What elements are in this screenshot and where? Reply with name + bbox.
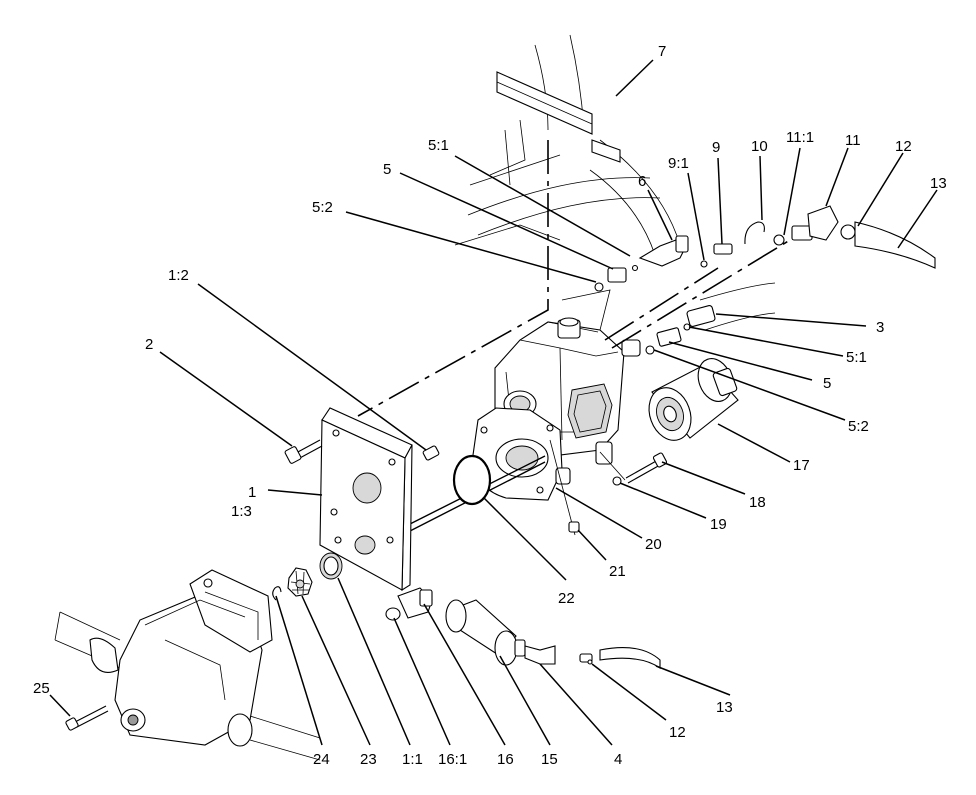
callout-3: 3	[876, 319, 884, 336]
callout-13-lower: 13	[716, 699, 733, 716]
hydraulic-pump	[471, 317, 641, 501]
upper-fittings	[594, 205, 936, 292]
callout-labels: 7 5:1 5 5:2 6 9:1 9 10 11:1 11 12 13 1:2…	[33, 43, 947, 768]
callout-13-upper: 13	[930, 175, 947, 192]
callout-16-1: 16:1	[438, 751, 467, 768]
callout-15: 15	[541, 751, 558, 768]
callout-2: 2	[145, 336, 153, 353]
callout-10: 10	[751, 138, 768, 155]
callout-5-upper: 5	[383, 161, 391, 178]
callout-5-1-upper: 5:1	[428, 137, 449, 154]
callout-12-upper: 12	[895, 138, 912, 155]
mid-fittings	[645, 282, 776, 355]
callout-19: 19	[710, 516, 727, 533]
lower-fittings	[385, 587, 661, 670]
callout-5-2-upper: 5:2	[312, 199, 333, 216]
callout-24: 24	[313, 751, 330, 768]
oil-filter	[648, 358, 739, 441]
callout-5-lower: 5	[823, 375, 831, 392]
callout-1: 1	[248, 484, 256, 501]
callout-25: 25	[33, 680, 50, 697]
seals-and-gear	[272, 454, 492, 601]
callout-9-1: 9:1	[668, 155, 689, 172]
callout-11-1: 11:1	[786, 129, 814, 146]
fasteners	[65, 439, 668, 731]
mounting-frame	[454, 34, 681, 256]
callout-23: 23	[360, 751, 377, 768]
leader-lines	[49, 59, 938, 746]
callout-5-2-lower: 5:2	[848, 418, 869, 435]
callout-17: 17	[793, 457, 810, 474]
callout-16: 16	[497, 751, 514, 768]
callout-12-lower: 12	[669, 724, 686, 741]
callout-6: 6	[638, 173, 646, 190]
callout-1-2: 1:2	[168, 267, 189, 284]
callout-9: 9	[712, 139, 720, 156]
adapter-plate	[319, 407, 413, 592]
callout-18: 18	[749, 494, 766, 511]
callout-22: 22	[558, 590, 575, 607]
callout-21: 21	[609, 563, 626, 580]
callout-7: 7	[658, 43, 666, 60]
callout-11: 11	[845, 132, 861, 149]
gearbox	[54, 569, 321, 761]
callout-4: 4	[614, 751, 622, 768]
callout-20: 20	[645, 536, 662, 553]
callout-5-1-lower: 5:1	[846, 349, 867, 366]
callout-1-3: 1:3	[231, 503, 252, 520]
callout-1-1: 1:1	[402, 751, 423, 768]
